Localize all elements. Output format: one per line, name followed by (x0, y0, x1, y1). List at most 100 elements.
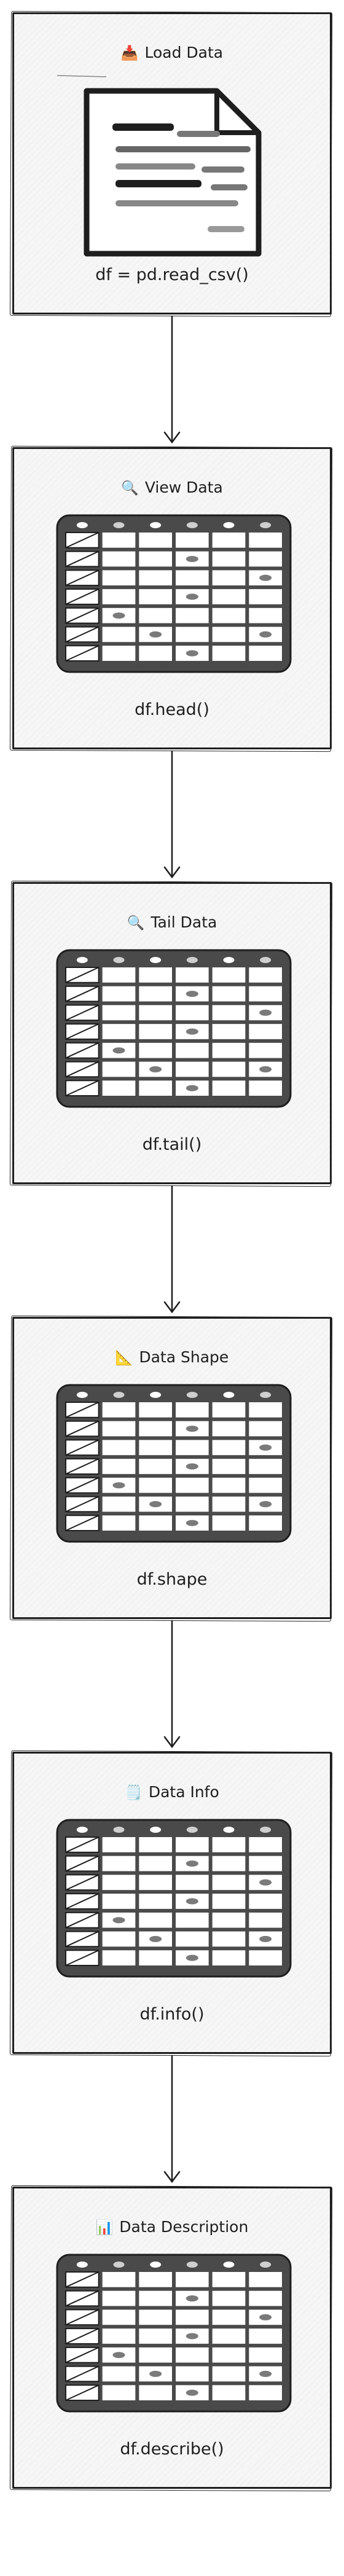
table-cell (212, 1496, 246, 1512)
header-dot (186, 2262, 198, 2268)
table-cell (249, 1837, 282, 1852)
table-cell (212, 1402, 246, 1418)
header-dot (150, 1827, 162, 1833)
cell-mark (112, 612, 125, 619)
table-cell (249, 2347, 282, 2363)
triangular-ruler-icon: 📐 (115, 1350, 133, 1366)
table-cell (249, 2328, 282, 2344)
table-cell (176, 2309, 209, 2325)
table-cell (212, 2347, 246, 2363)
step-title-text: Load Data (144, 44, 224, 61)
table-cell (176, 1477, 209, 1493)
step-title-text: Data Description (119, 2218, 249, 2236)
table-shape (56, 2254, 292, 2413)
table-cell (139, 1402, 172, 1418)
step-title-text: Tail Data (150, 913, 217, 931)
header-dot (260, 957, 272, 963)
table-cell (249, 2272, 282, 2287)
index-cell (65, 1836, 100, 1853)
magnifier-icon: 🔍 (127, 915, 145, 931)
text-line (201, 166, 244, 173)
cell-mark (259, 1501, 272, 1507)
table-cell (102, 967, 136, 983)
table-cell (139, 607, 172, 623)
table-cell (102, 589, 136, 604)
header-dot (76, 957, 88, 963)
table-cell (102, 646, 136, 661)
step-title-text: Data Shape (139, 1348, 229, 1366)
text-line (115, 146, 251, 152)
table-cell (249, 1421, 282, 1437)
cell-mark (149, 2370, 162, 2377)
table-cell (139, 551, 172, 567)
document-shape (57, 75, 262, 257)
table-cell (139, 1477, 172, 1493)
arrow-1-head (163, 431, 181, 444)
step-code: df.tail() (142, 1135, 202, 1154)
cell-mark (259, 1935, 272, 1942)
table-cell (212, 1875, 246, 1891)
table-cell (139, 1042, 172, 1058)
step-code: df = pd.read_csv() (95, 265, 249, 284)
table-icon (56, 1384, 292, 1543)
table-cell (102, 2272, 136, 2287)
table-cell (212, 1421, 246, 1437)
table-cell (139, 533, 172, 548)
table-cell (212, 2328, 246, 2344)
header-dot (113, 522, 125, 528)
cell-mark (186, 2333, 198, 2340)
text-line (115, 200, 238, 206)
table-cell (176, 626, 209, 642)
index-cell (65, 1911, 100, 1929)
index-cell (65, 1439, 100, 1456)
table-cell (139, 2309, 172, 2325)
table-cell (102, 1496, 136, 1512)
cell-mark (186, 1954, 198, 1961)
table-cell (139, 1080, 172, 1096)
table-cell (212, 2366, 246, 2382)
header-dot (150, 2262, 162, 2268)
index-cell (65, 2384, 100, 2401)
table-cell (249, 589, 282, 604)
table-cell (212, 1440, 246, 1456)
table-cell (102, 1837, 136, 1852)
text-line (208, 226, 244, 232)
cell-mark (186, 1463, 198, 1470)
index-cell (65, 2346, 100, 2363)
header-dot (260, 1392, 272, 1398)
table-cell (139, 2290, 172, 2306)
cell-mark (186, 2295, 198, 2302)
index-cell (65, 1477, 100, 1494)
table-cell (212, 626, 246, 642)
index-cell (65, 1893, 100, 1910)
cell-mark (259, 1444, 272, 1451)
step-data-description: 📊Data Description df.describe() (12, 2187, 332, 2489)
header-dot (76, 1827, 88, 1833)
header-dot (76, 2262, 88, 2268)
cell-mark (112, 2352, 125, 2359)
table-cell (212, 1459, 246, 1474)
header-dot (260, 522, 272, 528)
header-dot (223, 1827, 235, 1833)
table-cell (212, 1061, 246, 1077)
cell-mark (149, 1066, 162, 1072)
table-cell (249, 986, 282, 1002)
table-cell (139, 1440, 172, 1456)
cell-mark (186, 556, 198, 563)
cell-mark (186, 1520, 198, 1526)
table-cell (139, 646, 172, 661)
table-cell (212, 570, 246, 586)
text-line (112, 123, 174, 131)
table-cell (139, 1856, 172, 1872)
table-cell (212, 646, 246, 661)
cell-mark (186, 1085, 198, 1091)
header-dot (76, 522, 88, 528)
table-cell (249, 1856, 282, 1872)
index-cell (65, 1061, 100, 1078)
table-cell (176, 1402, 209, 1418)
cell-mark (186, 1898, 198, 1905)
document-icon (57, 75, 262, 257)
table-cell (102, 1440, 136, 1456)
table-cell (176, 533, 209, 548)
cell-mark (112, 1482, 125, 1489)
